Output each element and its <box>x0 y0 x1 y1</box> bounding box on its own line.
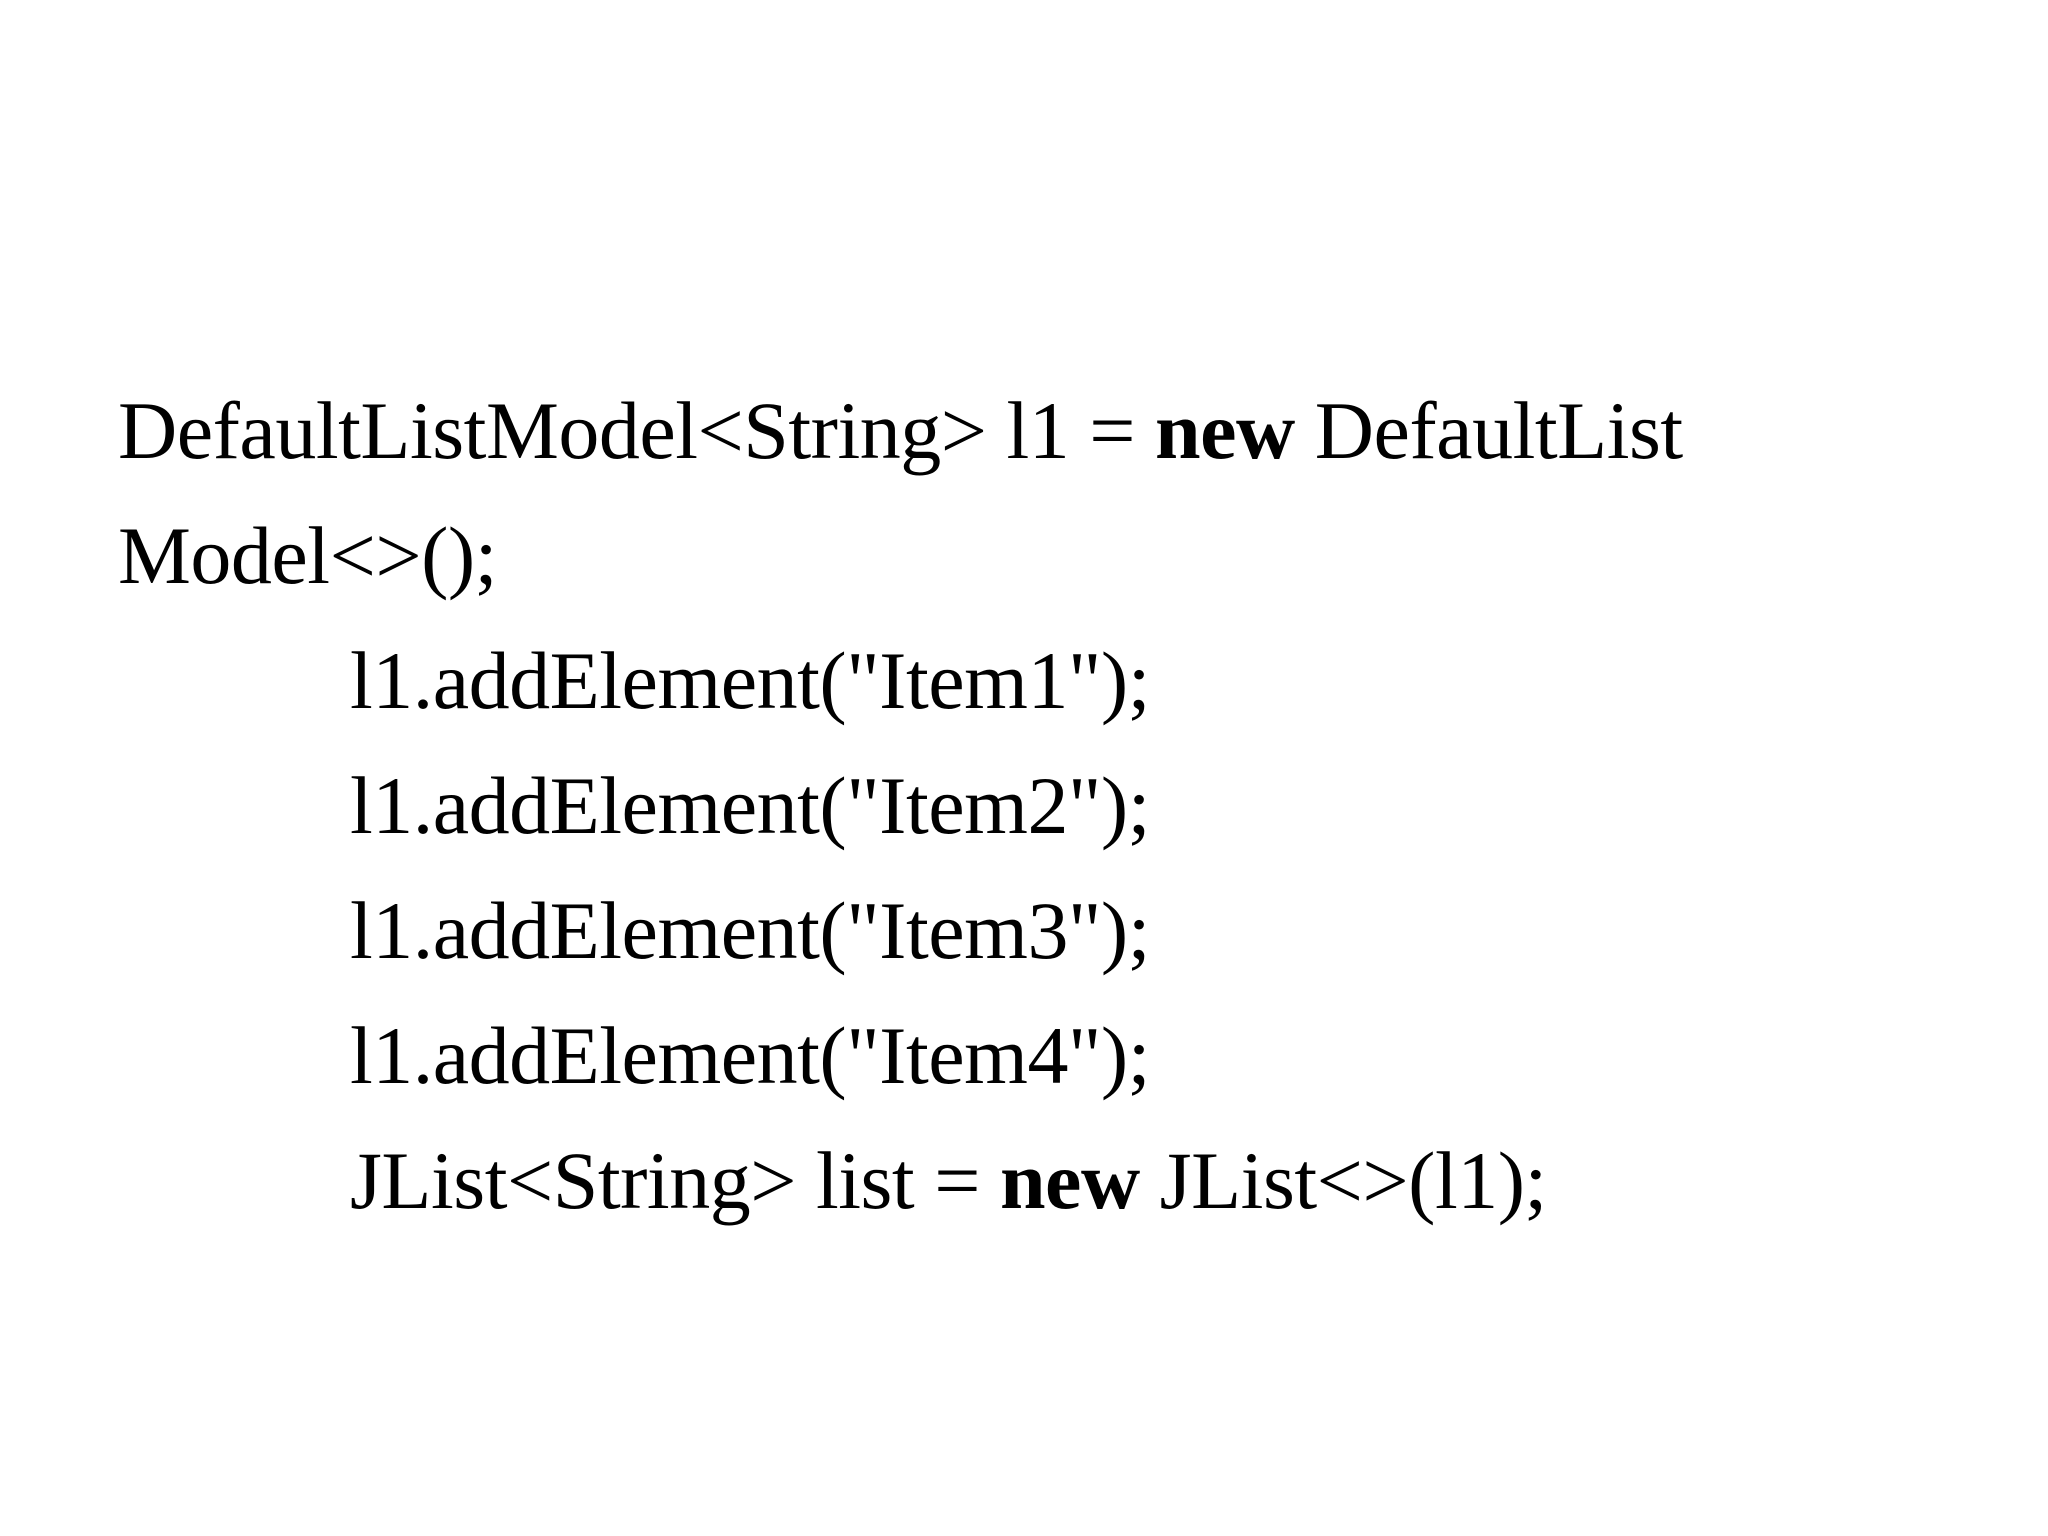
line-add-item2: l1.addElement("Item2"); <box>118 743 1948 868</box>
line-add-item4: l1.addElement("Item4"); <box>118 993 1948 1118</box>
line-jlist: JList<String> list = new JList<>(l1); <box>118 1118 1948 1243</box>
line-add-item3: l1.addElement("Item3"); <box>118 868 1948 993</box>
line-declaration-continuation-segment-0: Model<>(); <box>118 510 497 601</box>
line-declaration-continuation: Model<>(); <box>118 493 1948 618</box>
line-add-item2-segment-0: l1.addElement("Item2"); <box>350 760 1151 851</box>
line-declaration-segment-0: DefaultListModel<String> l1 = <box>118 385 1156 476</box>
line-add-item3-segment-0: l1.addElement("Item3"); <box>350 885 1151 976</box>
line-declaration-segment-2: DefaultList <box>1294 385 1683 476</box>
line-declaration-segment-1: new <box>1155 385 1295 476</box>
line-add-item1: l1.addElement("Item1"); <box>118 618 1948 743</box>
line-add-item1-segment-0: l1.addElement("Item1"); <box>350 635 1151 726</box>
line-jlist-segment-0: JList<String> list = <box>350 1135 1000 1226</box>
line-declaration: DefaultListModel<String> l1 = new Defaul… <box>118 368 1948 493</box>
line-jlist-segment-1: new <box>999 1135 1140 1226</box>
code-block: DefaultListModel<String> l1 = new Defaul… <box>118 368 1948 1243</box>
line-jlist-segment-2: JList<>(l1); <box>1139 1135 1548 1226</box>
line-add-item4-segment-0: l1.addElement("Item4"); <box>350 1010 1151 1101</box>
